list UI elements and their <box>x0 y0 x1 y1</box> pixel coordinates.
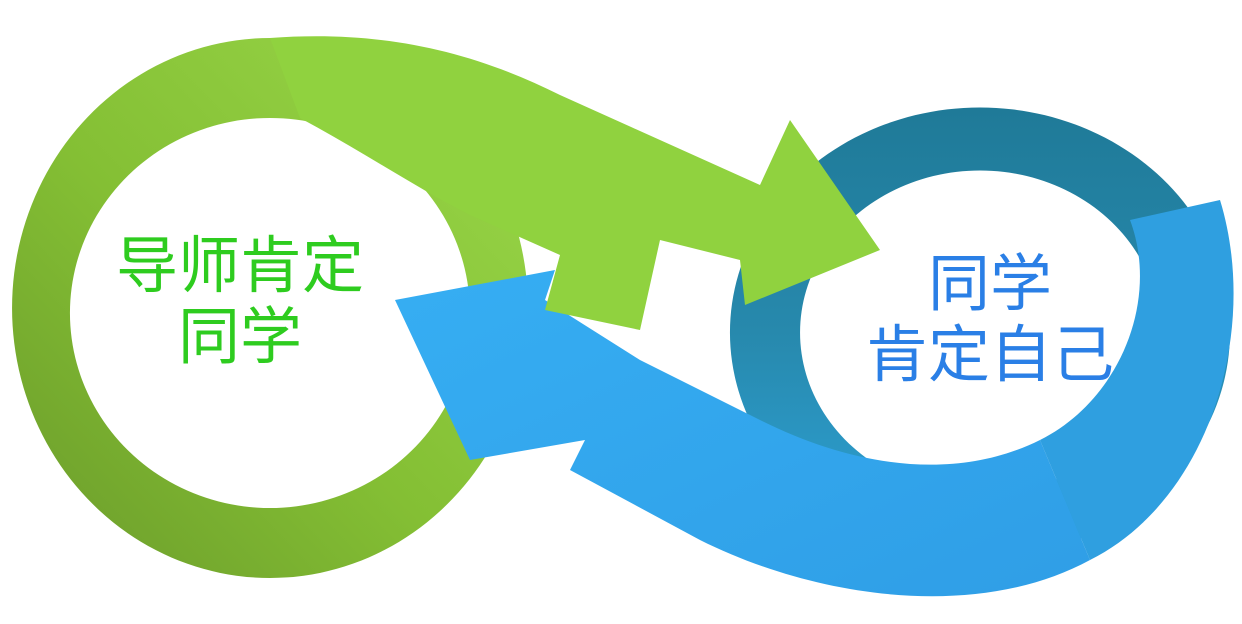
blue-arrow <box>395 200 1234 597</box>
right-label-line1: 同学 <box>927 247 1052 320</box>
right-loop-label: 同学 肯定自己 <box>845 248 1135 391</box>
left-label-line1: 导师肯定 <box>115 229 364 302</box>
right-label-line2: 肯定自己 <box>865 318 1114 392</box>
left-label-line2: 同学 <box>177 300 302 374</box>
left-loop-label: 导师肯定 同学 <box>100 230 380 373</box>
green-arrow <box>270 36 880 331</box>
